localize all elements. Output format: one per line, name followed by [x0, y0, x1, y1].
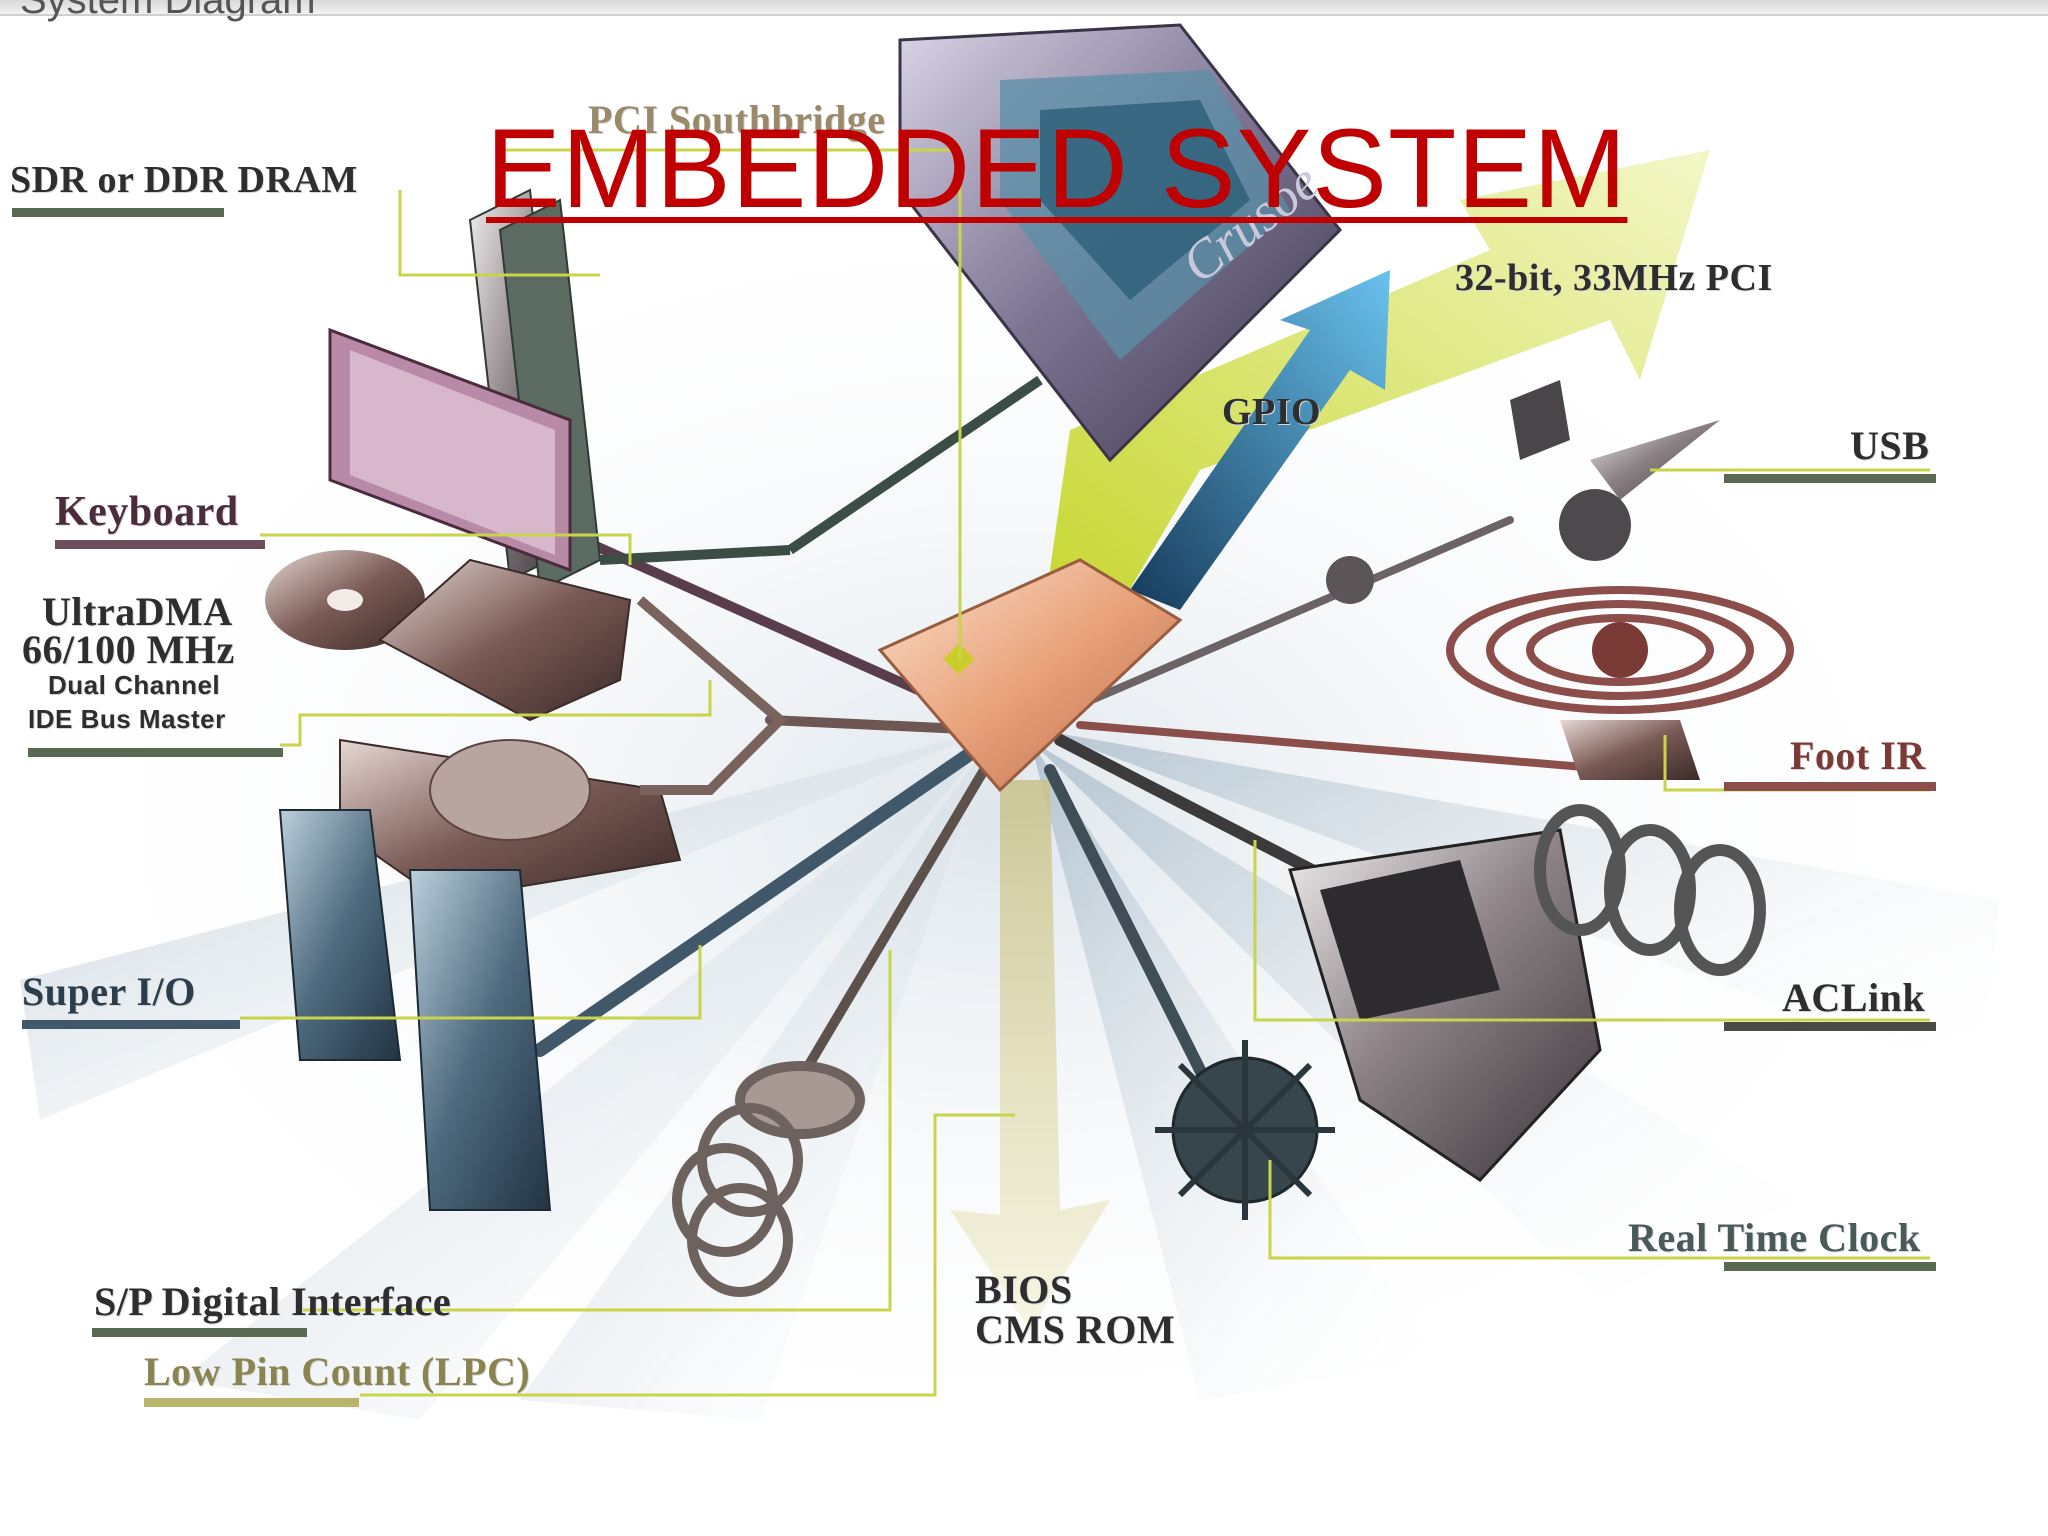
ide-drive-top [265, 550, 632, 722]
spoke-usb [1076, 516, 1514, 709]
bar-spdif [92, 1328, 307, 1337]
leader-superio [240, 945, 702, 1020]
label-ultradma-2: 66/100 MHz [22, 627, 235, 672]
super-io-device [278, 809, 552, 1211]
keyboard-device [328, 327, 572, 573]
spoke-rtc [1044, 764, 1226, 1116]
ide-drive-bottom [339, 596, 788, 902]
rtc-gear [1155, 1040, 1335, 1220]
label-bios-1: BIOS [975, 1267, 1073, 1312]
label-ultradma-3: Dual Channel [48, 670, 221, 700]
page-title: EMBEDDED SYSTEM [486, 106, 1628, 231]
bar-ide [28, 748, 283, 757]
pci-bus-arrow [1040, 150, 1710, 640]
label-sdr-ddr: SDR or DDR DRAM [10, 159, 358, 201]
spoke-spdif [795, 755, 995, 1085]
label-bios-2: CMS ROM [975, 1307, 1176, 1352]
aclink-device [1288, 804, 1766, 1182]
label-super-io: Super I/O [22, 969, 196, 1014]
leader-lpc [360, 1113, 1015, 1397]
label-aclink: ACLink [1782, 975, 1926, 1020]
label-sp-digital: S/P Digital Interface [94, 1279, 452, 1324]
usb-device [1326, 380, 1720, 604]
gpio-arrow [1130, 270, 1390, 610]
label-real-time-clock: Real Time Clock [1628, 1215, 1921, 1260]
label-usb: USB [1850, 423, 1930, 468]
label-gpio: GPIO [1222, 391, 1322, 433]
cut-off-heading: System Diagram [20, 0, 316, 22]
spdif-connector [672, 1061, 865, 1297]
leader-southbridge [500, 148, 962, 660]
bar-footir [1724, 782, 1936, 791]
ray [180, 740, 990, 1420]
label-pci-bus: 32-bit, 33MHz PCI [1455, 257, 1773, 299]
bios-arrow [950, 780, 1110, 1330]
spoke-footir [1076, 721, 1624, 774]
bar-lpc [144, 1398, 359, 1407]
bar-aclink [1724, 1022, 1936, 1031]
leader-aclink [1253, 840, 1930, 1022]
label-pci-southbridge: PCI Southbridge [588, 97, 886, 142]
leader-sdr [398, 190, 600, 277]
label-ultradma-4: IDE Bus Master [28, 704, 226, 734]
label-foot-ir: Foot IR [1790, 733, 1926, 778]
top-rule [0, 0, 2048, 16]
leader-spdif [300, 950, 892, 1312]
label-ultradma-1: UltraDMA [42, 589, 233, 634]
leader-keyboard [260, 533, 632, 565]
leader-rtc [1268, 1160, 1930, 1260]
bar-sdr [12, 208, 224, 217]
bar-rtc [1724, 1262, 1936, 1271]
bar-superio [22, 1020, 240, 1029]
central-hub [877, 558, 1183, 793]
leader-ide [280, 680, 712, 747]
label-keyboard: Keyboard [55, 489, 239, 535]
bar-usb [1724, 474, 1936, 483]
foot-ir-device [1446, 586, 1794, 780]
label-lpc: Low Pin Count (LPC) [144, 1349, 531, 1394]
bar-keyboard [55, 540, 265, 549]
label-bars [12, 208, 1936, 1407]
spoke-superio [533, 733, 997, 1057]
